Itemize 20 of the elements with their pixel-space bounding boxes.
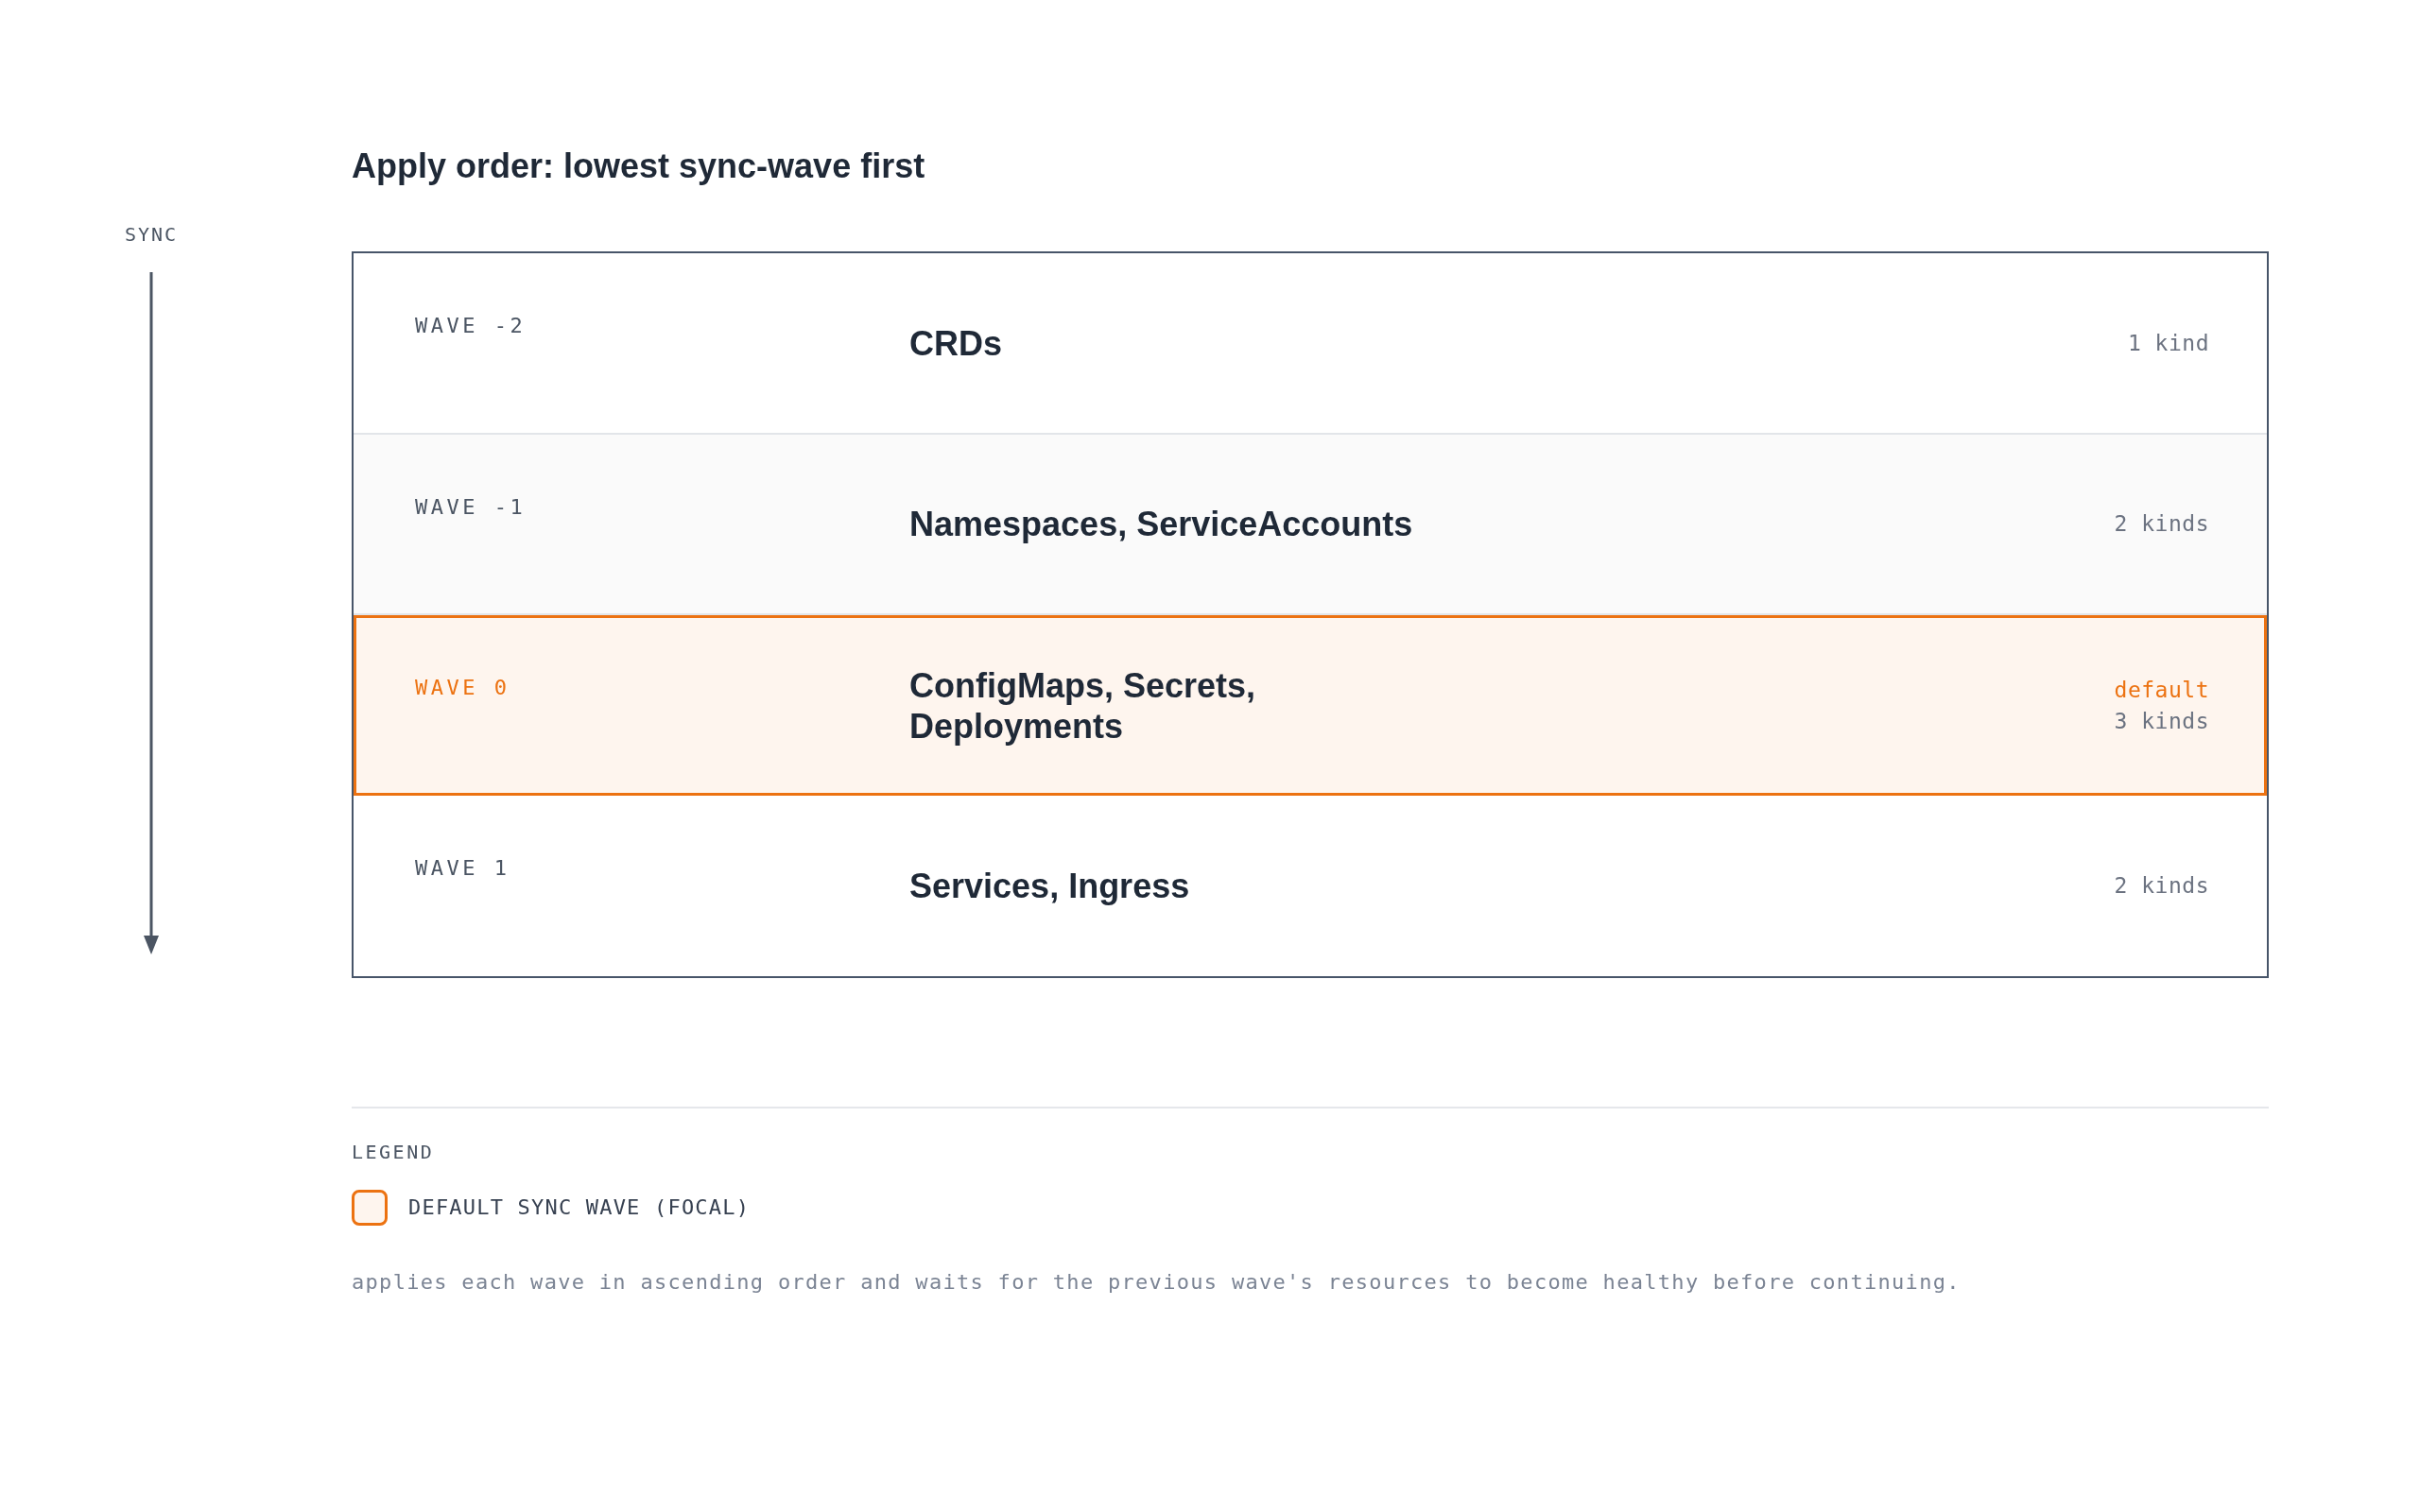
wave-label: WAVE 0 — [415, 676, 510, 700]
footnote: applies each wave in ascending order and waits for the previous wave's resources to become healthy before continuing. — [352, 1269, 1961, 1296]
resource-kinds: CRDs — [909, 322, 1002, 364]
legend-label: DEFAULT SYNC WAVE (FOCAL) — [408, 1194, 751, 1221]
kind-count: 3 kinds — [2114, 707, 2209, 735]
resource-kinds: Services, Ingress — [909, 866, 1190, 906]
kind-count: 2 kinds — [2114, 872, 2209, 900]
status-text: default — [2114, 676, 2209, 704]
kind-count: 2 kinds — [2114, 510, 2209, 538]
direction-label: SYNC — [124, 223, 179, 246]
focal-wave-row — [354, 615, 2267, 796]
resource-kinds: Namespaces, ServiceAccounts — [909, 504, 1413, 544]
wave-label: WAVE -1 — [415, 495, 527, 520]
kind-count: 1 kind — [2127, 329, 2209, 357]
wave-label: WAVE 1 — [415, 856, 510, 881]
resource-kinds: ConfigMaps, Secrets, Deployments — [909, 664, 1257, 747]
diagram-title: Apply order: lowest sync-wave first — [352, 146, 925, 187]
wave-row — [354, 435, 2267, 615]
legend-heading: LEGEND — [352, 1141, 435, 1163]
wave-label: WAVE -2 — [415, 314, 527, 338]
